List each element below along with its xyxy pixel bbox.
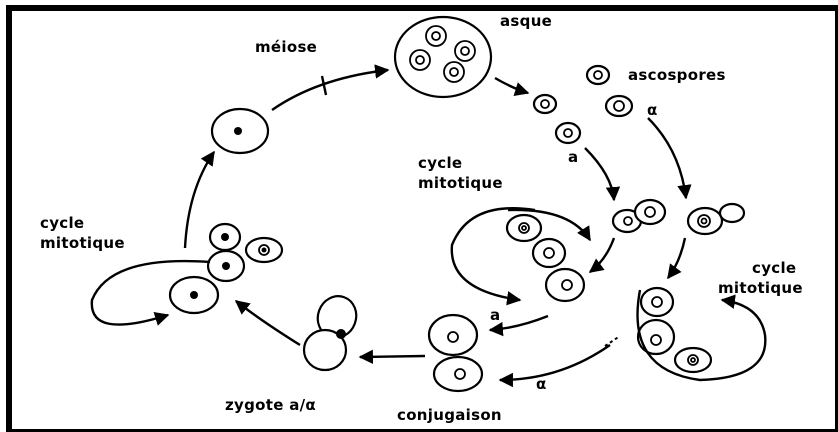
ascospores-label: ascospores [628, 66, 726, 84]
center-cell-chain [507, 215, 584, 301]
left-cycle-label-line2: mitotique [40, 234, 125, 252]
zygote-cell [304, 291, 362, 370]
right-budding-alpha-down-arrow [668, 238, 685, 278]
ascospore-alpha-label: α [647, 101, 658, 119]
zygote-label: zygote a/α [225, 396, 316, 414]
right-cycle-label-line1: cycle [752, 259, 796, 277]
alpha-to-conjugation-arrow [500, 345, 610, 380]
left-cycle-label-line1: cycle [40, 214, 84, 232]
ascospore-3 [606, 96, 632, 116]
conjugaison-label: conjugaison [397, 406, 502, 424]
budding-cell-alpha [688, 204, 744, 234]
meiose-label: méiose [255, 38, 317, 56]
ascospore-a-label: a [568, 148, 578, 166]
meiose-arrow [272, 70, 388, 110]
conjugation-cell-alpha [434, 357, 482, 391]
conjugation-cell-a [429, 315, 477, 355]
right-cycle-label-line2: mitotique [718, 279, 803, 297]
alpha-dashed-segment [605, 336, 620, 346]
conjugation-to-zygote-arrow [360, 356, 425, 357]
center-cycle-label-line2: mitotique [418, 174, 503, 192]
alpha-spore-arrow [648, 118, 686, 198]
conjugation-a-label: a [490, 306, 500, 324]
asque-label: asque [500, 12, 552, 30]
center-cycle-label-line1: cycle [418, 154, 462, 172]
ascospore-2 [534, 95, 556, 113]
a-spore-arrow [585, 148, 614, 200]
zygote-to-left-cycle-arrow [236, 301, 300, 345]
ascus [395, 17, 491, 97]
budding-a-to-center-arrow [590, 238, 614, 272]
right-cell-chain [638, 288, 711, 372]
ascus-to-spores-arrow [495, 78, 528, 93]
ascospore-1 [587, 66, 609, 84]
diploid-cell-top [212, 109, 268, 153]
conjugation-alpha-label: α [536, 375, 547, 393]
ascospore-4 [556, 123, 580, 143]
budding-cell-a [613, 200, 665, 232]
